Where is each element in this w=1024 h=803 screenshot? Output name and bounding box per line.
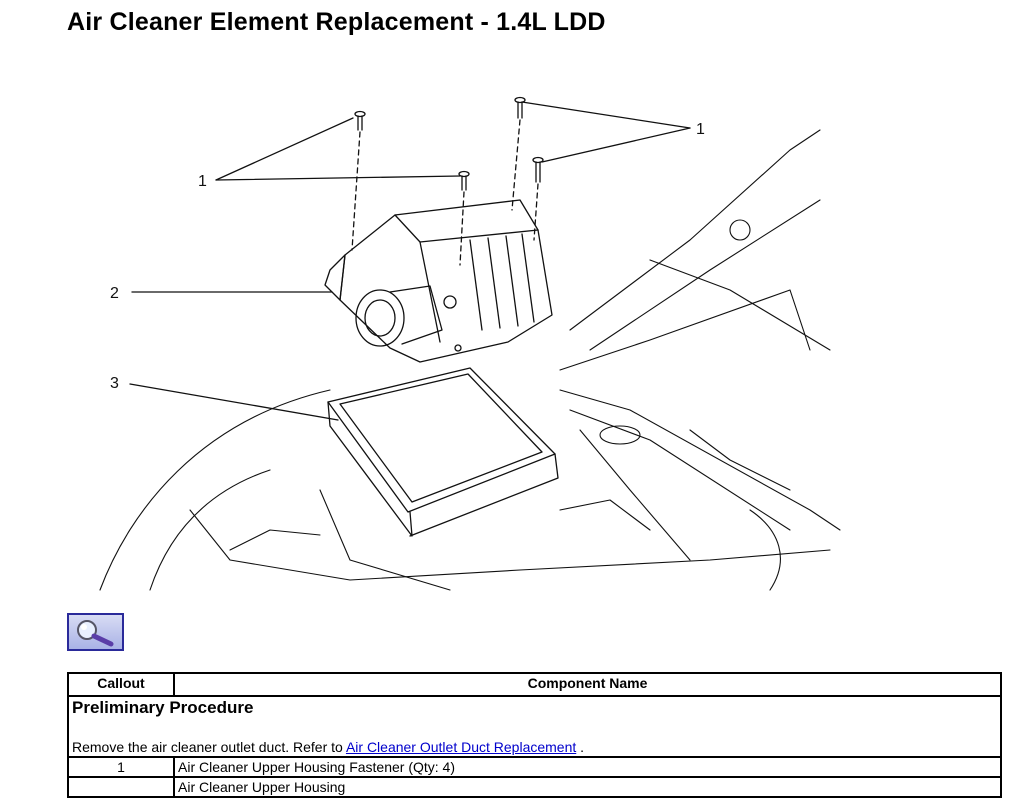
fastener-screws (351, 96, 544, 266)
page-title: Air Cleaner Element Replacement - 1.4L L… (67, 8, 606, 36)
callout-label-2: 2 (110, 285, 119, 302)
parts-table: Callout Component Name Preliminary Proce… (67, 672, 1002, 798)
preliminary-procedure-period: . (580, 739, 585, 755)
magnifier-icon (77, 620, 114, 647)
component-column-header: Component Name (173, 672, 1002, 697)
preliminary-procedure-text: Remove the air cleaner outlet duct. Refe… (72, 739, 343, 755)
preliminary-procedure-heading: Preliminary Procedure (72, 698, 254, 717)
table-header-row: Callout Component Name (67, 672, 1002, 697)
callout-cell (67, 776, 175, 798)
engine-bay-linework (99, 129, 841, 591)
component-name-cell: Air Cleaner Upper Housing Fastener (Qty:… (173, 756, 1002, 778)
zoom-image-button[interactable] (67, 613, 124, 651)
preliminary-procedure-cell: Preliminary Procedure Remove the air cle… (67, 695, 1002, 758)
air-cleaner-upper-housing (324, 199, 553, 363)
leader-lines (129, 101, 691, 421)
component-name-cell: Air Cleaner Upper Housing (173, 776, 1002, 798)
outlet-duct-replacement-link[interactable]: Air Cleaner Outlet Duct Replacement (345, 739, 577, 755)
preliminary-procedure-row: Preliminary Procedure Remove the air cle… (67, 695, 1002, 758)
air-cleaner-element (327, 367, 559, 537)
table-row: Air Cleaner Upper Housing (67, 776, 1002, 798)
table-row: 1 Air Cleaner Upper Housing Fastener (Qt… (67, 756, 1002, 778)
exploded-view-illustration: 1 1 2 3 (90, 90, 850, 600)
callout-label-1-left: 1 (198, 173, 207, 190)
callout-cell: 1 (67, 756, 175, 778)
callout-label-3: 3 (110, 375, 119, 392)
callout-column-header: Callout (67, 672, 175, 697)
callout-label-1-right: 1 (696, 121, 705, 138)
